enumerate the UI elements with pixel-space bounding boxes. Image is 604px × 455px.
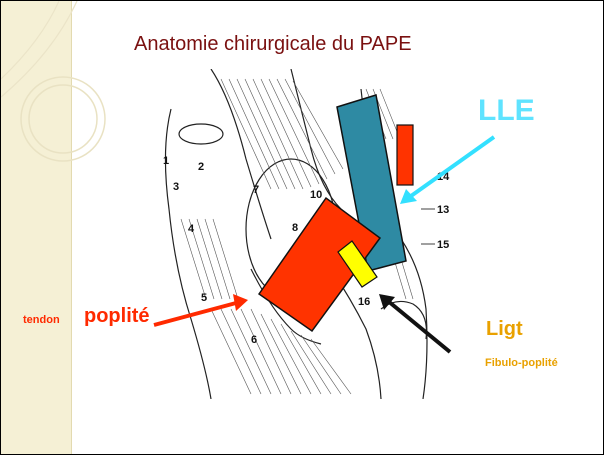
tendon-label: tendon bbox=[23, 314, 60, 326]
small-red-rect bbox=[397, 125, 413, 185]
ligament-arrow bbox=[388, 301, 450, 352]
ligament-arrow-head bbox=[379, 294, 395, 310]
lle-arrow bbox=[411, 137, 494, 196]
ligament-label: Ligt bbox=[486, 318, 523, 341]
tendon-arrow bbox=[154, 303, 236, 325]
poplite-label: poplité bbox=[84, 305, 150, 328]
lle-label: LLE bbox=[478, 94, 535, 128]
fibulo-poplite-label: Fibulo-poplité bbox=[485, 357, 558, 369]
tendon-arrow-head bbox=[233, 294, 248, 311]
